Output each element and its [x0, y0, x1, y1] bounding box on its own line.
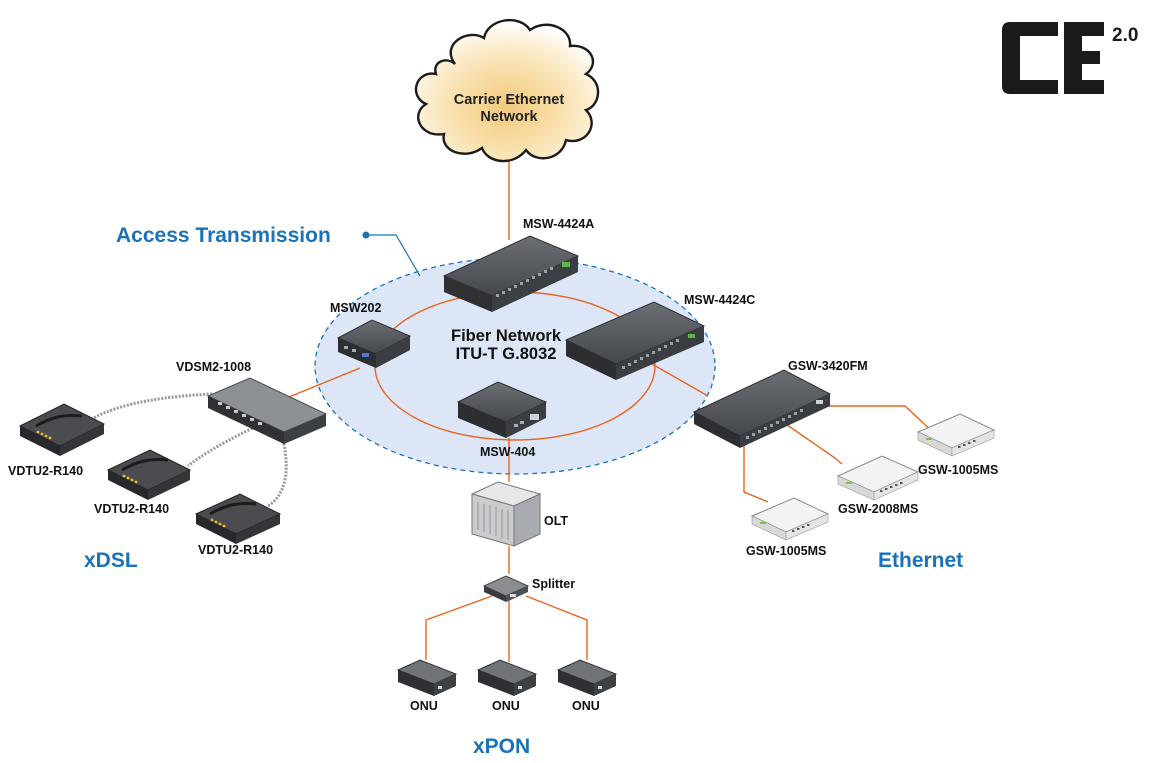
link-gsw-2008 [779, 419, 843, 465]
label-splitter: Splitter [532, 577, 575, 591]
modem-vdtu-2 [106, 449, 192, 500]
ce-version: 2.0 [1112, 25, 1138, 46]
switch-msw-4424c [564, 301, 706, 380]
label-msw202: MSW202 [330, 301, 381, 315]
label-gsw-1005ms-b: GSW-1005MS [746, 544, 826, 558]
label-gsw-3420fm: GSW-3420FM [788, 359, 868, 373]
label-vdtu-3: VDTU2-R140 [198, 543, 273, 557]
label-msw-404: MSW-404 [480, 445, 535, 459]
switch-vdsm2-1008 [206, 377, 328, 444]
links [261, 142, 936, 662]
link-gsw-1005a [795, 405, 936, 435]
switch-gsw-1005ms-b [750, 497, 830, 541]
label-gsw-1005ms-a: GSW-1005MS [918, 463, 998, 477]
modem-vdtu-1 [18, 403, 106, 456]
copper-link-1 [89, 392, 213, 422]
label-onu-3: ONU [572, 699, 600, 713]
cloud-label-line1: Carrier Ethernet [454, 92, 565, 108]
label-onu-2: ONU [492, 699, 520, 713]
switch-msw-4424a [442, 235, 580, 312]
onu-2 [476, 659, 538, 696]
access-transmission-label: Access Transmission [116, 224, 331, 247]
link-msw4424c-gsw3420 [651, 363, 709, 397]
ce-letter-c [1002, 22, 1058, 94]
modem-vdtu-3 [194, 493, 282, 544]
splitter-device [482, 575, 530, 602]
label-gsw-2008ms: GSW-2008MS [838, 502, 918, 516]
fiber-label-line2: ITU-T G.8032 [456, 345, 557, 363]
link-splitter-onu3 [525, 595, 588, 660]
label-msw-4424a: MSW-4424A [523, 217, 594, 231]
section-ethernet: Ethernet [878, 549, 963, 572]
copper-link-3 [267, 439, 288, 508]
section-xdsl: xDSL [84, 549, 138, 572]
fiber-label-line1: Fiber Network [451, 327, 562, 345]
onu-3 [556, 659, 618, 696]
ce-letter-e [1064, 22, 1104, 94]
access-pointer-line [366, 234, 421, 277]
cloud-label-line2: Network [480, 109, 538, 125]
label-vdtu-1: VDTU2-R140 [8, 464, 83, 478]
ce-logo: 2.0 [1002, 22, 1138, 94]
switch-gsw-1005ms-a [916, 413, 996, 457]
label-msw-4424c: MSW-4424C [684, 293, 755, 307]
onu-1 [396, 659, 458, 696]
label-onu-1: ONU [410, 699, 438, 713]
switch-msw202 [336, 319, 412, 368]
switch-gsw-3420fm [692, 369, 832, 448]
copper-link-2 [187, 422, 263, 468]
link-gsw-1005b [743, 440, 769, 503]
link-splitter-onu1 [425, 595, 493, 660]
cloud-shape [414, 18, 600, 163]
label-vdtu-2: VDTU2-R140 [94, 502, 169, 516]
label-vdsm2-1008: VDSM2-1008 [176, 360, 251, 374]
carrier-ethernet-cloud: Carrier Ethernet Network [414, 18, 600, 163]
section-xpon: xPON [473, 735, 530, 758]
label-olt: OLT [544, 514, 568, 528]
switch-msw-404 [456, 381, 548, 438]
switch-gsw-2008ms [836, 455, 920, 501]
copper-links [89, 392, 288, 508]
olt-chassis [470, 481, 542, 547]
